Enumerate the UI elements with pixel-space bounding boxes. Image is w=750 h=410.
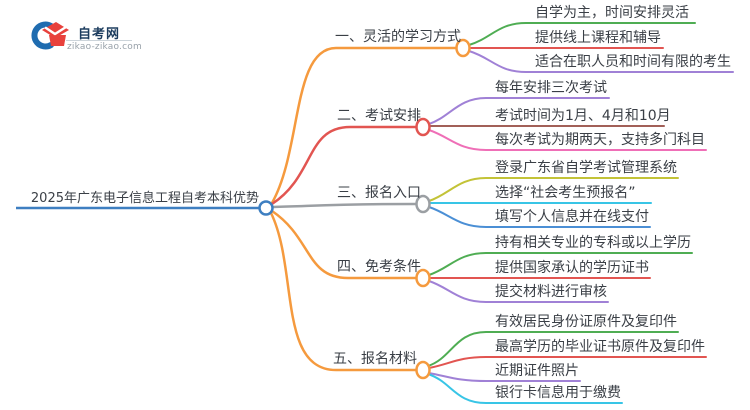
leaf-curve-1-3	[468, 50, 734, 73]
leaf-node-4-1: 持有相关专业的专科或以上学历	[495, 235, 691, 251]
leaf-node-5-4: 银行卡信息用于缴费	[495, 385, 621, 401]
leaf-curve-5-2	[428, 356, 707, 369]
logo-divider	[66, 40, 132, 41]
leaf-curve-5-4	[427, 373, 623, 404]
leaf-node-5-1: 有效居民身份证原件及复印件	[495, 314, 677, 330]
branch-node-circle-2	[415, 117, 431, 137]
graduation-cap-icon	[31, 21, 69, 50]
leaf-node-5-3: 近期证件照片	[495, 363, 579, 379]
logo-domain: zikao-zikao.com	[67, 42, 142, 52]
branch-node-2: 二、考试安排	[337, 108, 421, 124]
leaf-node-5-2: 最高学历的毕业证书原件及复印件	[495, 339, 705, 355]
branch-curve-3	[271, 202, 418, 209]
leaf-node-2-3: 每次考试为期两天，支持多门科目	[495, 132, 705, 148]
leaf-node-1-2: 提供线上课程和辅导	[535, 30, 661, 46]
leaf-curve-4-1	[428, 252, 693, 276]
branch-node-circle-3	[415, 194, 431, 214]
leaf-node-3-1: 登录广东省自学考试管理系统	[495, 160, 677, 176]
leaf-curve-5-1	[427, 331, 679, 367]
branch-curve-1	[270, 46, 458, 205]
leaf-node-4-2: 提供国家承认的学历证书	[495, 260, 649, 276]
branch-node-circle-4	[415, 268, 431, 288]
leaf-node-2-1: 每年安排三次考试	[495, 80, 607, 96]
leaf-curve-1-1	[468, 22, 696, 46]
branch-curve-5	[269, 211, 418, 372]
leaf-curve-4-3	[428, 280, 609, 303]
branch-curve-2	[270, 125, 418, 206]
root-node-circle	[258, 200, 274, 216]
branch-node-4: 四、免考条件	[337, 259, 421, 275]
branch-curve-4	[270, 209, 418, 280]
root-node: 2025年广东电子信息工程自考本科优势	[30, 191, 259, 206]
leaf-node-2-2: 考试时间为1月、4月和10月	[495, 108, 671, 124]
leaf-curve-2-1	[428, 97, 610, 125]
branch-node-circle-5	[415, 360, 431, 380]
branch-node-5: 五、报名材料	[333, 351, 417, 367]
leaf-node-3-3: 填写个人信息并在线支付	[495, 209, 649, 225]
leaf-curve-2-3	[428, 129, 707, 151]
leaf-curve-3-1	[428, 177, 679, 202]
site-logo: 自考网 zikao-zikao.com	[0, 0, 160, 70]
branch-node-circle-1	[455, 38, 471, 58]
leaf-node-4-3: 提交材料进行审核	[495, 284, 607, 300]
branch-node-3: 三、报名入口	[337, 185, 421, 201]
leaf-curve-3-3	[428, 206, 651, 228]
leaf-curve-5-3	[428, 372, 581, 382]
leaf-node-1-1: 自学为主，时间安排灵活	[535, 5, 689, 21]
logo-title: 自考网	[78, 27, 121, 42]
branch-node-1: 一、灵活的学习方式	[335, 29, 461, 45]
leaf-node-1-3: 适合在职人员和时间有限的考生	[535, 54, 731, 70]
leaf-node-3-2: 选择“社会考生预报名”	[495, 185, 636, 201]
